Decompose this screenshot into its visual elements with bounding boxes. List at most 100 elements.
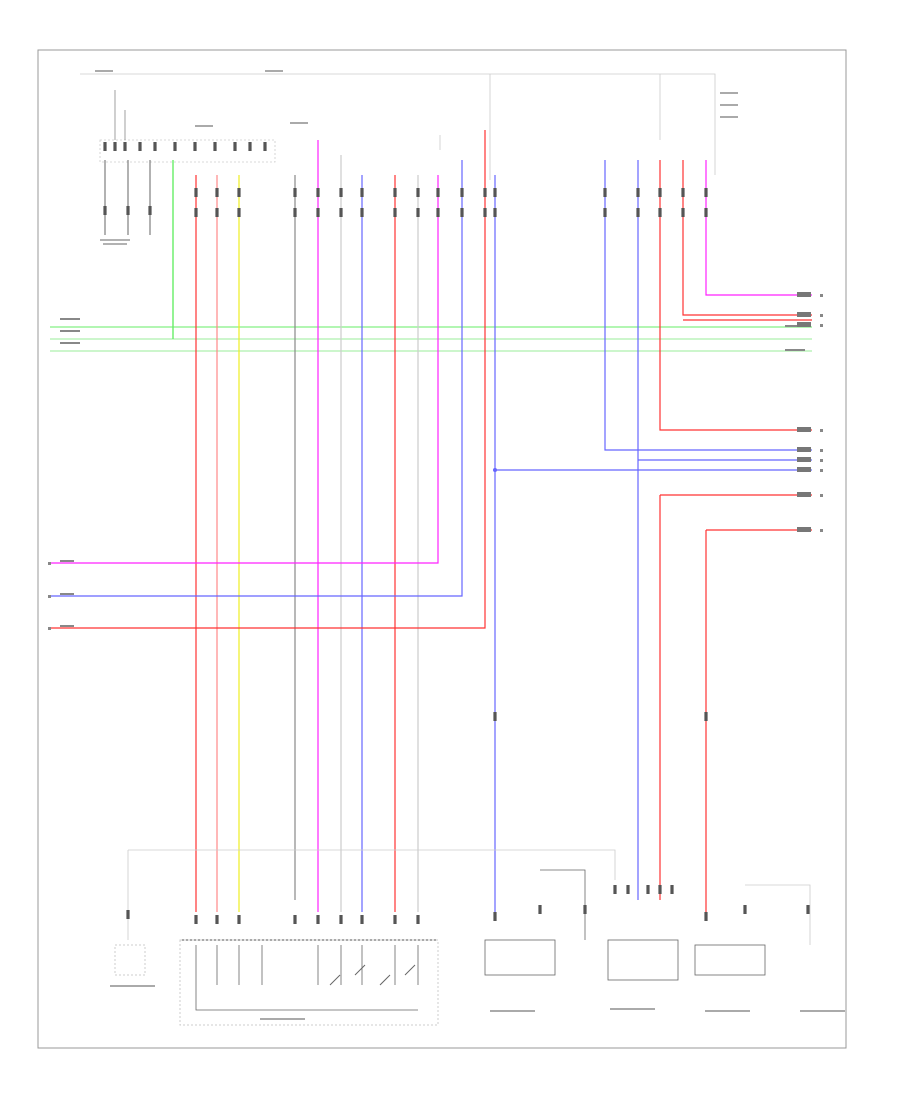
connector-pin-icon: [670, 885, 674, 894]
right-connector-pin-icon: [797, 292, 811, 297]
switch-contact-icon: [138, 142, 142, 151]
connector-pin-icon: [483, 188, 487, 197]
connector-pin-icon: [416, 188, 420, 197]
right-connector-pin-icon: [797, 312, 811, 317]
tiny-label-mark: [720, 116, 738, 118]
connector-pin-icon: [583, 905, 587, 914]
connector-pin-icon: [704, 712, 708, 721]
wire-to-right-connector: [682, 160, 812, 316]
wire-to-left-connector: [50, 130, 486, 629]
right-connector-terminal: [820, 294, 823, 297]
connector-pin-icon: [416, 915, 420, 924]
connector-pin-icon: [293, 188, 297, 197]
switch-contact-icon: [173, 142, 177, 151]
left-connector-label: [60, 625, 74, 627]
connector-pin-icon: [460, 208, 464, 217]
connector-pin-icon: [215, 915, 219, 924]
connector-pin-icon: [636, 188, 640, 197]
component-caption-mark: [800, 1010, 845, 1012]
right-connector-pin-icon: [797, 527, 811, 532]
component-box: [484, 939, 556, 976]
connector-pin-icon: [316, 915, 320, 924]
connector-pin-icon: [436, 208, 440, 217]
tiny-label-mark: [95, 70, 113, 72]
connector-pin-icon: [126, 206, 130, 215]
connector-pin-icon: [704, 208, 708, 217]
connector-pin-icon: [658, 188, 662, 197]
switch-contact-icon: [113, 142, 117, 151]
connector-pin-icon: [293, 915, 297, 924]
connector-pin-icon: [646, 885, 650, 894]
switch-group-box: [99, 139, 276, 163]
wire-to-right-connector: [705, 160, 812, 296]
connector-pin-icon: [806, 905, 810, 914]
connector-pin-icon: [339, 915, 343, 924]
connector-pin-icon: [360, 208, 364, 217]
bus-label-mark: [60, 318, 80, 320]
connector-pin-icon: [237, 915, 241, 924]
connector-pin-icon: [538, 905, 542, 914]
right-connector-terminal: [820, 449, 823, 452]
ground-feed-wire: [128, 849, 616, 880]
connector-pin-icon: [316, 208, 320, 217]
wire-to-left-connector: [50, 160, 463, 597]
connector-pin-icon: [613, 885, 617, 894]
connector-pin-icon: [339, 188, 343, 197]
connector-pin-icon: [148, 206, 152, 215]
component-caption-mark: [260, 1018, 305, 1020]
connector-pin-icon: [460, 188, 464, 197]
left-connector-pin: [48, 562, 51, 565]
switch-contact-icon: [263, 142, 267, 151]
connector-pin-icon: [743, 905, 747, 914]
right-connector-pin-icon: [797, 492, 811, 497]
bus-label-mark: [60, 342, 80, 344]
switch-contact-icon: [233, 142, 237, 151]
connector-pin-icon: [626, 885, 630, 894]
connector-pin-icon: [681, 188, 685, 197]
connector-pin-icon: [493, 712, 497, 721]
tiny-label-mark: [720, 104, 738, 106]
connector-pin-icon: [483, 208, 487, 217]
switch-contact-icon: [153, 142, 157, 151]
splice-point-icon: [493, 468, 497, 472]
connector-pin-icon: [360, 188, 364, 197]
left-connector-pin: [48, 627, 51, 630]
right-connector-pin-icon: [797, 457, 811, 462]
wire-to-right-connector: [604, 160, 812, 451]
connector-pin-icon: [393, 208, 397, 217]
connector-pin-icon: [237, 188, 241, 197]
switch-contact-icon: [404, 964, 416, 976]
left-connector-label: [60, 560, 74, 562]
tiny-label-mark: [720, 92, 738, 94]
switch-contact-icon: [354, 964, 366, 976]
component-caption-mark: [490, 1010, 535, 1012]
connector-pin-icon: [194, 915, 198, 924]
component-box: [607, 939, 679, 981]
connector-pin-icon: [603, 208, 607, 217]
connector-pin-icon: [603, 188, 607, 197]
connector-pin-icon: [704, 912, 708, 921]
left-connector-pin: [48, 595, 51, 598]
connector-pin-icon: [215, 208, 219, 217]
switch-contact-icon: [103, 142, 107, 151]
tiny-label-mark: [290, 122, 308, 124]
connector-pin-icon: [237, 208, 241, 217]
right-connector-pin-icon: [797, 447, 811, 452]
right-connector-pin-icon: [797, 467, 811, 472]
component-caption-mark: [705, 1010, 750, 1012]
left-connector-label: [60, 593, 74, 595]
connector-pin-icon: [194, 188, 198, 197]
connector-pin-icon: [215, 188, 219, 197]
tiny-label-mark: [265, 70, 283, 72]
switch-contact-icon: [379, 974, 391, 986]
tiny-label-mark: [195, 125, 213, 127]
connector-pin-icon: [493, 912, 497, 921]
connector-pin-icon: [704, 188, 708, 197]
right-connector-terminal: [820, 314, 823, 317]
right-connector-terminal: [820, 324, 823, 327]
connector-pin-icon: [393, 188, 397, 197]
component-caption-mark: [110, 985, 155, 987]
switch-contact-icon: [213, 142, 217, 151]
component-internal-wire: [195, 985, 418, 1011]
connector-pin-icon: [636, 208, 640, 217]
